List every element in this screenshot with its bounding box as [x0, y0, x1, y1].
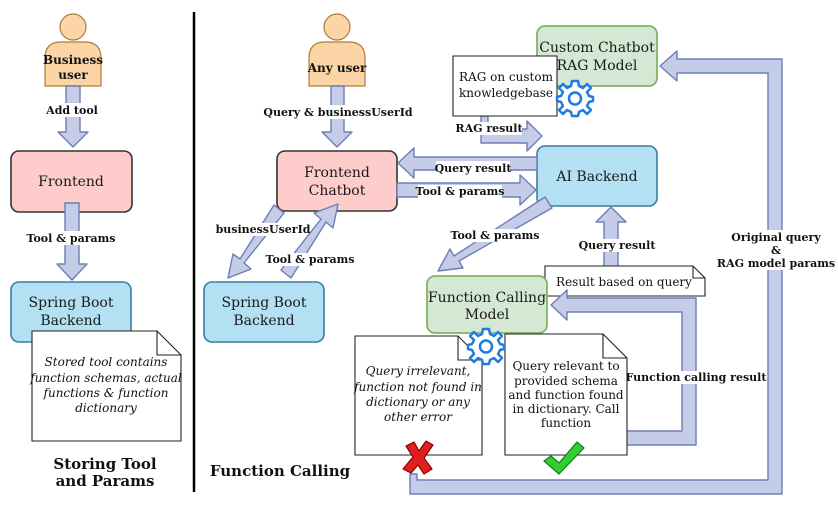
- irrelevant-note-line2: function not found in: [353, 380, 482, 394]
- ai-backend-box: AI Backend: [536, 145, 658, 207]
- spring-boot-backend-right: Spring Boot Backend: [203, 281, 325, 343]
- frontend-chatbot-line1: Frontend: [304, 165, 370, 181]
- label-bg: [633, 371, 759, 384]
- rag-note: RAG on custom knowledgebase: [452, 55, 558, 117]
- original-query-line1: Original query: [731, 231, 821, 244]
- function-calling-line2: Model: [465, 307, 510, 323]
- irrelevant-note-line1: Query irrelevant,: [366, 364, 471, 378]
- label-bg: [267, 253, 353, 266]
- query-result-label-top: Query result: [435, 162, 513, 175]
- arrow-function-calling-result: [550, 289, 697, 446]
- arrow-business-user-id: [227, 204, 285, 279]
- stored-note-line4: dictionary: [75, 401, 137, 415]
- ai-backend-label: AI Backend: [555, 169, 637, 185]
- tool-params-label-up: Tool & params: [266, 253, 355, 266]
- stored-note-line3: functions & function: [43, 386, 169, 400]
- label-bg: [723, 230, 833, 270]
- label-bg: [456, 122, 522, 135]
- frontend-chatbot-line2: Chatbot: [309, 183, 366, 199]
- function-calling-model-box: Function Calling Model: [426, 275, 548, 334]
- label-bg: [270, 105, 408, 119]
- query-result-label-mid: Query result: [579, 239, 657, 252]
- stored-tool-note: Stored tool contains function schemas, a…: [29, 330, 182, 442]
- success-check-icon: [543, 441, 585, 475]
- business-user-label-line1: Business: [43, 53, 103, 67]
- irrelevant-note-line3: dictionary or any: [366, 395, 470, 409]
- original-query-line2: &: [771, 244, 781, 257]
- tool-params-label-down: Tool & params: [451, 229, 540, 242]
- spring-boot-left-line2: Backend: [40, 313, 101, 329]
- function-calling-line1: Function Calling: [428, 290, 546, 306]
- label-bg: [452, 229, 538, 242]
- tool-params-label-mid: Tool & params: [416, 185, 505, 198]
- add-tool-label: Add tool: [45, 104, 98, 117]
- original-query-line3: RAG model params: [717, 257, 835, 270]
- function-calling-result-label: Function calling result: [626, 371, 768, 384]
- spring-boot-right-line2: Backend: [233, 313, 294, 329]
- any-user-label: Any user: [307, 61, 367, 75]
- irrelevant-note-line4: other error: [384, 410, 453, 424]
- relevant-note-line1: Query relevant to: [512, 359, 619, 373]
- label-bg: [219, 223, 307, 236]
- stored-note-line2: function schemas, actual: [29, 371, 182, 385]
- business-user-label-line2: user: [58, 68, 88, 82]
- label-bg: [29, 231, 113, 245]
- section-title-storing-line1: Storing Tool: [53, 455, 156, 473]
- tool-params-label-left: Tool & params: [27, 232, 116, 245]
- gear-icon-function-calling: [466, 327, 506, 366]
- label-bg: [44, 103, 102, 117]
- section-title-function-calling: Function Calling: [210, 462, 351, 480]
- frontend-chatbot-box: Frontend Chatbot: [276, 150, 398, 212]
- error-cross-icon: [402, 440, 434, 475]
- spring-boot-right-line1: Spring Boot: [222, 295, 307, 311]
- custom-chatbot-line2: RAG Model: [557, 58, 638, 74]
- spring-boot-left-line1: Spring Boot: [29, 295, 114, 311]
- frontend-label: Frontend: [38, 174, 104, 190]
- rag-note-line2: knowledgebase: [459, 86, 553, 100]
- arrow-original-query-loop: [409, 50, 783, 495]
- label-bg: [418, 185, 502, 198]
- relevant-note-line5: function: [541, 416, 592, 430]
- relevant-note-line3: and function found: [508, 388, 624, 402]
- irrelevant-note: Query irrelevant, function not found in …: [353, 335, 483, 456]
- result-based-label: Result based on query: [556, 275, 692, 289]
- frontend-box: Frontend: [10, 150, 133, 213]
- relevant-note-line4: in dictionary. Call: [513, 402, 620, 416]
- rag-note-line1: RAG on custom: [459, 70, 554, 84]
- relevant-note-line2: provided schema: [514, 374, 618, 388]
- stored-note-line1: Stored tool contains: [45, 355, 168, 369]
- label-bg: [579, 239, 655, 252]
- result-based-note: Result based on query: [544, 265, 706, 297]
- query-business-label: Query & businessUserId: [263, 106, 413, 119]
- business-user-actor: Business user: [43, 13, 103, 87]
- custom-chatbot-line1: Custom Chatbot: [539, 40, 655, 56]
- arrow-tool-params-up: [280, 203, 339, 279]
- rag-result-label: RAG result: [455, 122, 523, 135]
- section-title-storing-line2: and Params: [56, 472, 155, 490]
- relevant-note: Query relevant to provided schema and fu…: [504, 333, 628, 456]
- any-user-actor: Any user: [307, 13, 367, 87]
- business-user-id-label: businessUserId: [216, 223, 311, 236]
- label-bg: [436, 161, 510, 174]
- gear-icon-rag: [555, 79, 595, 118]
